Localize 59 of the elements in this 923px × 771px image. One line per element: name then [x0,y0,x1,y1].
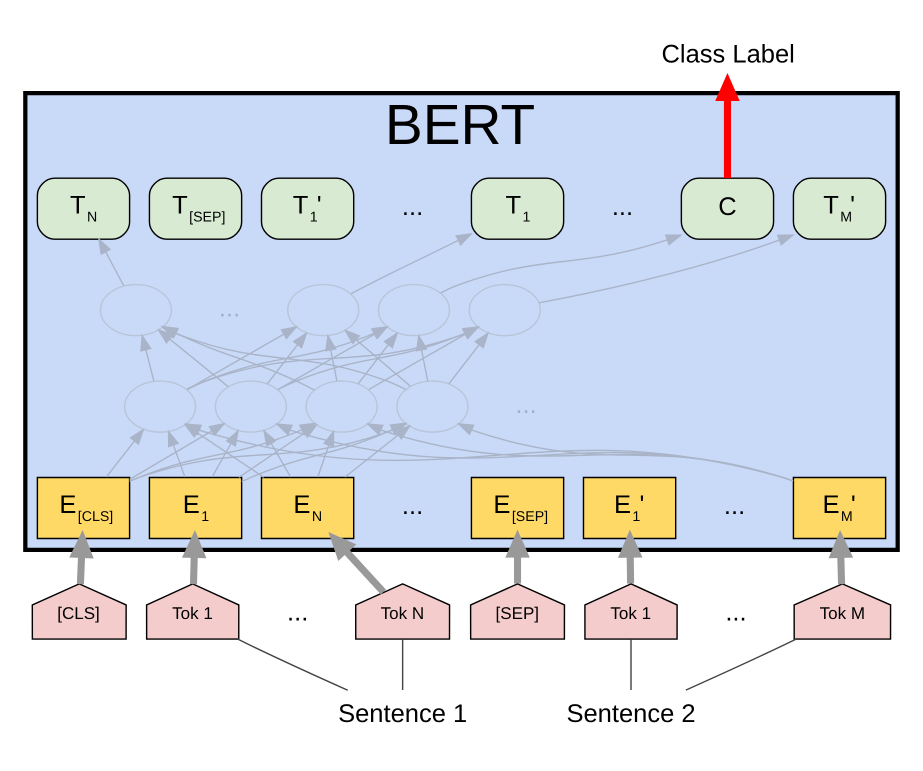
label: ... [725,598,747,626]
node-box: T$_{1}$' [260,176,354,240]
arrow [350,232,474,294]
arrow [440,234,683,294]
arrow [182,529,206,584]
node-circle [468,283,541,336]
node-box: E$_{M}$' [792,476,886,539]
arrow [156,328,229,387]
node-box: E$_{1}$ [148,476,242,539]
arrow [98,236,124,286]
node-text: Sentence 2 [566,700,696,728]
connector [402,638,404,690]
arrow [212,428,240,477]
label: ... [218,294,240,322]
label: ... [402,492,424,520]
node-box: T$_{N}$ [36,176,130,240]
arrow [344,328,411,386]
node-circle [305,380,378,432]
node-box: E$_{[SEP]}$ [470,476,564,539]
label: ... [612,192,634,220]
label: ... [724,492,746,520]
arrow [186,325,298,390]
arrow [168,429,186,477]
arrow [456,422,794,482]
arrow [357,331,398,384]
node-circle [124,380,196,432]
node-circle [378,283,450,336]
arrow [263,428,292,477]
node-circle [396,380,469,432]
node-box: T$_{M}$' [792,176,886,240]
arrow [505,529,530,584]
connector [686,638,796,690]
arrow [266,331,308,384]
arrow [448,331,490,384]
node-box: E$_{N}$ [260,476,354,539]
arrow [828,529,854,584]
label: ... [402,192,424,220]
arrow [715,72,740,178]
node-box: E$_{1}$' [582,476,676,539]
node-box: T$_{[SEP]}$ [148,176,242,240]
arrow [328,532,386,594]
arrow [538,234,795,303]
node-text: Sentence 1 [338,700,468,728]
label: ... [287,598,308,626]
node-box: E$_{[CLS]}$ [36,476,130,539]
arrow [140,333,155,381]
arrow [344,424,412,478]
node-text: Class Label [662,40,795,68]
node-box: T$_{1}$ [470,176,564,240]
label: ... [515,390,537,418]
node-box: C [680,176,774,240]
connector [238,638,348,690]
node-circle [214,380,288,432]
arrow [69,529,94,584]
arrow [618,529,642,584]
node-circle [287,283,360,336]
node-circle [100,283,172,336]
arrow [106,428,145,477]
connector [630,638,632,690]
